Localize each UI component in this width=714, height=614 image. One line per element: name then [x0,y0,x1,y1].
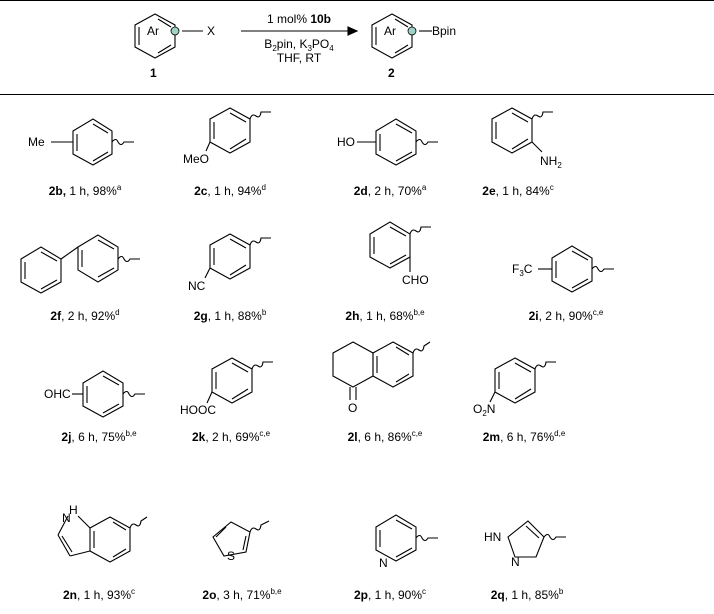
caption-2f: 2f, 2 h, 92%d [50,308,120,323]
structure-2c [205,107,271,154]
structure-2o [212,520,270,557]
reactant-ring [134,13,203,59]
label-2h-sub: CHO [402,273,429,287]
structure-2q [507,520,566,558]
label-2n-sub: H [69,503,78,517]
caption-2o: 2o, 3 h, 71%b,e [202,587,282,602]
label-2j-sub: OHC [44,387,71,401]
caption-2i: 2i, 2 h, 90%c,e [528,308,604,323]
label-2q-sub-n: N [511,555,520,569]
header-divider [0,94,714,95]
structure-2b [51,118,134,166]
top-border [0,0,714,1]
caption-2p: 2p, 1 h, 90%c [353,587,427,602]
caption-2k: 2k, 2 h, 69%c,e [191,429,271,444]
label-2b-sub: Me [28,135,45,149]
product-attachment-dot [407,26,417,36]
label-2o-sub: S [227,549,235,563]
caption-2l: 2l, 6 h, 86%c,e [347,429,423,444]
leaving-group-label: X [207,24,215,38]
structure-2i [538,245,614,293]
condition-solvent: THF, RT [277,51,322,65]
reaction-arrow [241,26,359,36]
condition-reagents: B2pin, K3PO4 [264,37,334,53]
caption-2q: 2q, 1 h, 85%b [490,587,564,602]
caption-2g: 2g, 1 h, 88%b [193,308,267,323]
label-2m-sub: O2N [473,402,495,418]
caption-2n: 2n, 1 h, 93%c [62,587,136,602]
caption-2j: 2j, 6 h, 75%b,e [61,429,137,444]
structure-2d [357,118,438,166]
reactant-ring-label: Ar [147,24,159,38]
structure-2p [375,514,438,562]
label-2k-sub: HOOC [180,403,216,417]
label-2c-sub: MeO [183,152,209,166]
product-group-label: Bpin [432,24,456,38]
label-2e-sub: NH2 [540,154,562,170]
structure-2j [72,370,145,418]
caption-2c: 2c, 1 h, 94%d [194,183,266,198]
structure-2e [491,107,553,154]
label-2q-sub: HN [484,530,501,544]
structure-2m [489,357,556,404]
label-2d-sub: HO [337,135,355,149]
product-ring [371,13,432,59]
structure-2h [369,221,431,272]
condition-catalyst: 1 mol% 10b [267,12,331,26]
structure-2l [332,341,431,400]
product-number: 2 [388,66,395,80]
caption-2h: 2h, 1 h, 68%b,e [345,308,425,323]
product-ring-label: Ar [384,24,396,38]
caption-2e: 2e, 1 h, 84%c [482,183,554,198]
reactant-attachment-dot [170,26,180,36]
structure-2k [206,357,273,404]
label-2l-sub: O [348,401,357,415]
reactant-number: 1 [150,66,157,80]
label-2g-sub: NC [188,279,206,293]
caption-2d: 2d, 2 h, 70%a [353,183,427,198]
caption-2m: 2m, 6 h, 76%d,e [482,429,566,444]
label-2n-sub-n: N [62,511,71,525]
structure-2n [57,515,148,563]
structure-2f [20,234,140,294]
label-2p-sub: N [379,556,388,570]
caption-2b: 2b, 1 h, 98%a [48,183,122,198]
label-2i-sub: F3C [512,262,533,278]
structure-2g [204,233,271,280]
